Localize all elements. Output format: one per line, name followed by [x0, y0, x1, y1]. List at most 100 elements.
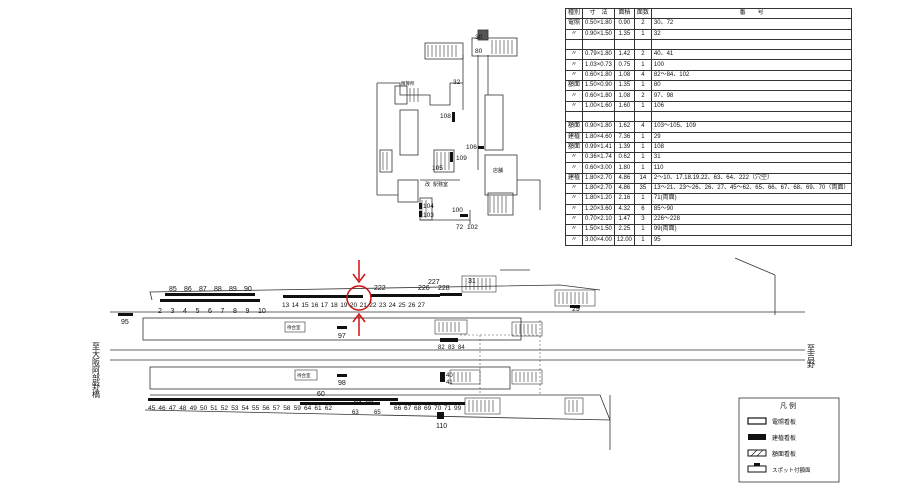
table-cell: 1.47	[613, 213, 635, 226]
sign-number-label: 61	[314, 405, 322, 412]
table-cell: 〃	[564, 203, 584, 215]
table-cell: 〃	[564, 100, 584, 112]
col-numbers: 番 号	[650, 7, 853, 20]
legend-icon-electric	[747, 417, 767, 425]
sign-number-label: 64	[304, 405, 312, 412]
sign-number-label: 24	[389, 302, 397, 309]
label-98: 98	[338, 380, 346, 387]
table-cell: 1	[633, 224, 652, 236]
table-cell: 7.36	[613, 131, 635, 143]
table-cell: 14	[633, 172, 652, 185]
table-cell: 108	[650, 141, 853, 154]
table-cell: 1.80×2.70	[582, 183, 615, 195]
label-110: 110	[436, 423, 447, 430]
sign-number-label: 69	[424, 405, 432, 412]
table-cell: 〃	[564, 69, 584, 82]
table-cell: 31	[650, 152, 853, 164]
sign-number-label: 27	[418, 302, 426, 309]
table-cell: 106	[650, 100, 853, 112]
sign-number-label: 22	[369, 302, 377, 309]
sign-number-label: 48	[179, 405, 187, 412]
table-cell: 1.00×1.60	[582, 100, 615, 112]
table-cell: 0.50×1.80	[582, 18, 615, 30]
label-65: 65	[374, 410, 381, 416]
table-cell: 〃	[564, 234, 584, 246]
table-cell: 226〜228	[650, 213, 853, 226]
sign-number-label: 50	[200, 405, 208, 412]
col-type: 種別	[564, 7, 584, 20]
table-cell: 1.50×0.90	[582, 80, 615, 92]
sign-number-label: 16	[311, 302, 319, 309]
label-106: 106	[466, 144, 477, 151]
label-104: 104	[423, 203, 434, 210]
col-size: 寸 法	[582, 7, 615, 20]
table-cell	[613, 38, 635, 51]
table-cell: 〃	[564, 183, 584, 195]
legend-icon-spot	[747, 465, 767, 473]
table-cell: 0.75	[613, 59, 635, 71]
sign-number-label: 47	[169, 405, 177, 412]
sign-number-label: 90	[244, 286, 252, 293]
col-count: 面数	[633, 7, 652, 20]
legend: 凡 例 電照看板 建植看板 額面看板 スポット付額面	[738, 397, 840, 483]
label-72: 72	[456, 224, 464, 231]
label-30: 30	[475, 34, 483, 41]
label-64: 64	[366, 399, 374, 406]
table-cell	[582, 38, 615, 51]
table-cell: 建植	[564, 172, 584, 185]
label-84: 84	[458, 345, 465, 351]
table-cell: 1	[633, 162, 652, 174]
label-ekimu: 駅務室	[433, 181, 448, 188]
col-area: 面積	[613, 7, 635, 20]
table-cell: 0.36×1.74	[582, 152, 615, 164]
sign-number-label: 2	[158, 308, 162, 315]
sign-number-label: 86	[184, 286, 192, 293]
label-109: 109	[456, 155, 467, 162]
table-cell: 1.80×2.70	[582, 172, 615, 185]
sign-number-label: 228	[438, 285, 450, 292]
table-cell	[633, 38, 652, 51]
table-cell: 1.08	[613, 69, 635, 82]
label-63b: 63	[352, 410, 359, 416]
sign-number-label: 68	[414, 405, 422, 412]
table-cell: 80	[650, 80, 853, 92]
table-cell: 2.16	[613, 193, 635, 205]
label-32: 32	[453, 79, 461, 86]
table-cell: 2	[633, 18, 652, 30]
sign-number-label: 10	[258, 308, 266, 315]
sign-number-label: 54	[242, 405, 250, 412]
table-cell: 〃	[564, 59, 584, 71]
table-cell: 3	[633, 213, 652, 226]
table-cell: 4	[633, 69, 652, 82]
table-cell: 99(両面)	[650, 224, 853, 236]
legend-item-3: 額面看板	[772, 450, 796, 458]
table-cell: 1	[633, 100, 652, 112]
label-103: 103	[423, 212, 434, 219]
table-cell: 1.50×1.50	[582, 224, 615, 236]
table-cell: 95	[650, 234, 853, 246]
table-cell: 0.79×1.80	[582, 49, 615, 61]
platform-plan	[110, 257, 805, 450]
table-cell: 〃	[564, 49, 584, 61]
table-cell	[582, 110, 615, 123]
label-83: 83	[448, 345, 455, 351]
label-29: 29	[572, 306, 580, 313]
platform-signs	[118, 293, 580, 419]
table-cell: 4.86	[613, 183, 635, 195]
sign-number-label: 8	[233, 308, 237, 315]
sign-number-label: 26	[408, 302, 416, 309]
table-cell	[650, 38, 853, 51]
sign-number-label: 46	[158, 405, 166, 412]
sign-number-label: 56	[262, 405, 270, 412]
highlight-marker	[346, 260, 372, 336]
sign-number-label: 87	[199, 286, 207, 293]
